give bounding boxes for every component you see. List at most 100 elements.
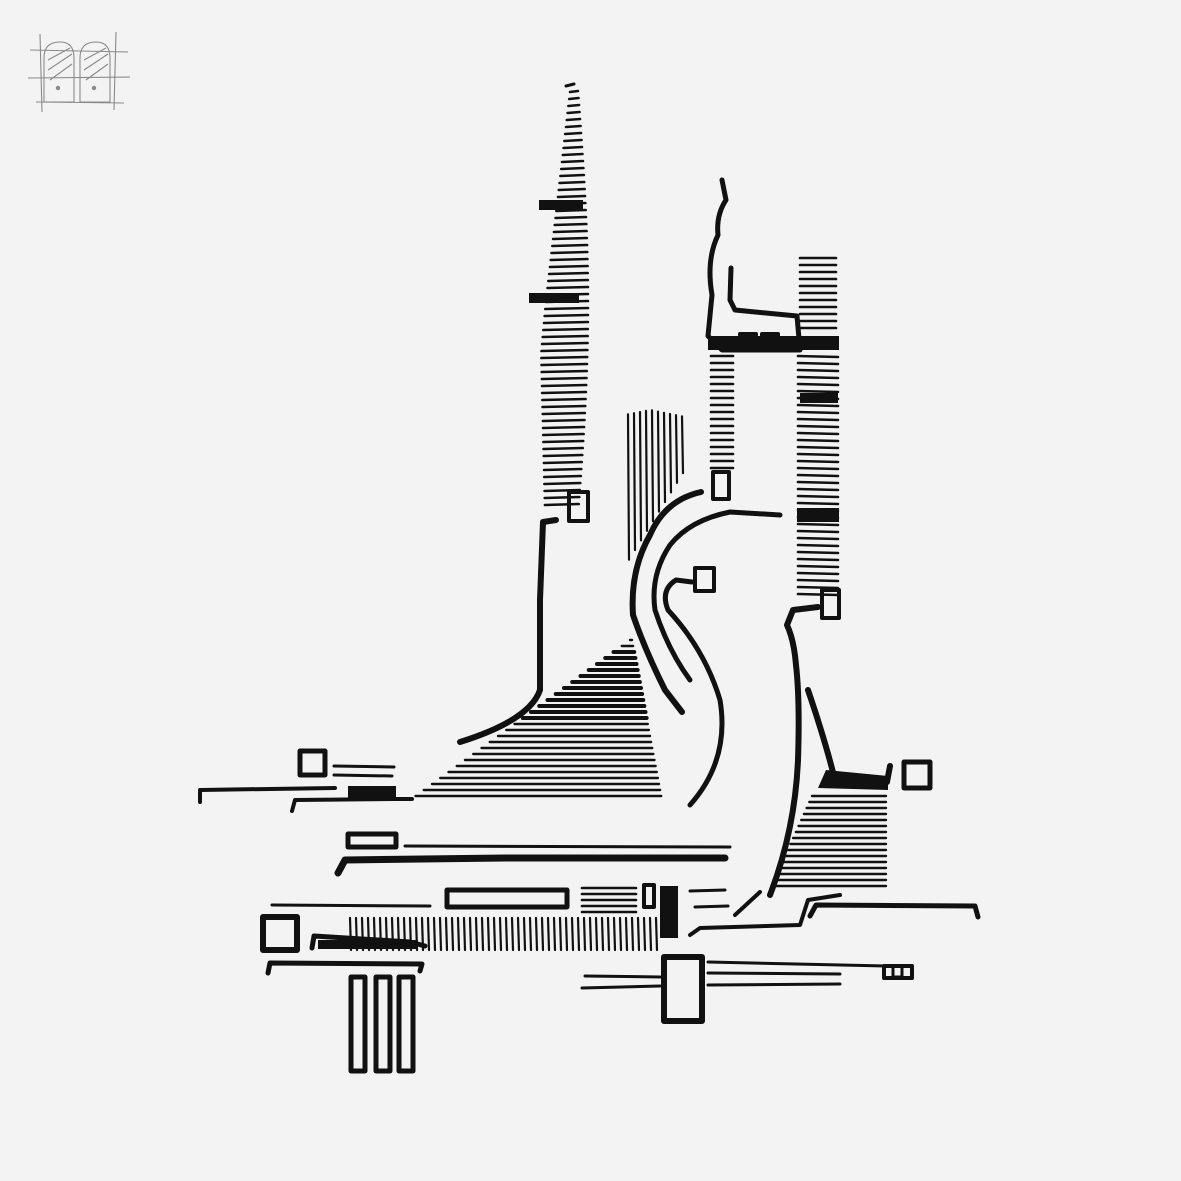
- hatch-line: [542, 474, 583, 479]
- hatch-line: [504, 916, 509, 952]
- hatch-line: [796, 417, 840, 422]
- hatch-line: [566, 110, 581, 115]
- hatch-line: [456, 916, 461, 952]
- hatch-line: [796, 564, 840, 569]
- hatch-line: [565, 117, 582, 122]
- hatch-line: [612, 916, 617, 952]
- hatch-line: [541, 404, 587, 409]
- hatch-line: [541, 411, 587, 416]
- hatch-line: [543, 495, 581, 500]
- vertical-hatching: [626, 409, 685, 561]
- double-arch-monogram-icon: [27, 31, 131, 113]
- hatch-line: [562, 145, 584, 150]
- hatch-line: [648, 916, 653, 952]
- hatch-line: [554, 215, 588, 220]
- hatch-line: [644, 409, 649, 532]
- hatch-line: [606, 916, 611, 952]
- hatch-line: [796, 354, 840, 359]
- hatch-line: [594, 916, 599, 952]
- hatch-line: [674, 414, 679, 484]
- hatch-line: [630, 916, 635, 952]
- hatch-line: [542, 467, 583, 472]
- hatch-line: [796, 375, 840, 380]
- hatch-line: [558, 180, 586, 185]
- hatch-line: [540, 369, 589, 374]
- hatch-line: [541, 432, 585, 437]
- hatch-line: [567, 103, 581, 108]
- hatch-line: [549, 257, 589, 262]
- hatch-line: [553, 222, 588, 227]
- hatch-line: [567, 96, 580, 101]
- hatch-line: [542, 320, 590, 325]
- hatch-line: [540, 362, 589, 367]
- hatch-line: [551, 236, 589, 241]
- hatch-line: [796, 410, 840, 415]
- hatch-line: [564, 916, 569, 952]
- hatch-line: [543, 502, 581, 507]
- ground-comb-hatching: [348, 916, 659, 952]
- hatch-line: [543, 306, 590, 311]
- left-tower-window: [567, 490, 590, 523]
- road-window: [693, 566, 716, 593]
- hatch-line: [534, 916, 539, 952]
- hatch-line: [796, 536, 840, 541]
- ground-mid-hatching: [580, 886, 638, 914]
- hatch-line: [636, 916, 641, 952]
- hatch-line: [626, 413, 631, 561]
- hatch-line: [450, 916, 455, 952]
- hatch-line: [624, 916, 629, 952]
- chimney-column: [705, 177, 808, 501]
- hatch-line: [486, 916, 491, 952]
- hatch-line: [541, 397, 587, 402]
- right-tower-window: [820, 588, 841, 620]
- hatch-line: [522, 916, 527, 952]
- hatch-line: [796, 585, 840, 590]
- hatch-line: [547, 271, 590, 276]
- hatch-line: [516, 916, 521, 952]
- slope-hatching: [414, 638, 663, 798]
- hatch-line: [632, 412, 637, 552]
- hatch-line: [366, 916, 371, 952]
- ground-structures: [198, 748, 981, 1024]
- hatch-line: [796, 550, 840, 555]
- hatch-line: [576, 916, 581, 952]
- hatch-line: [796, 529, 840, 534]
- chimney-hatching: [709, 354, 735, 470]
- hatch-line: [668, 412, 673, 494]
- pillar-right: [396, 974, 416, 1074]
- hatch-line: [360, 916, 365, 952]
- hatch-line: [528, 916, 533, 952]
- bottom-pillars: [348, 974, 416, 1074]
- hatch-line: [348, 916, 353, 952]
- hatch-line: [796, 466, 840, 471]
- hatch-line: [568, 89, 580, 94]
- hatch-line: [541, 425, 586, 430]
- hatch-line: [557, 187, 586, 192]
- hatch-line: [796, 424, 840, 429]
- hatch-line: [796, 445, 840, 450]
- hatch-line: [542, 439, 585, 444]
- hatch-line: [563, 131, 583, 136]
- right-tower-hatching: [796, 256, 840, 597]
- hatch-line: [796, 361, 840, 366]
- hatch-line: [384, 916, 389, 952]
- hatch-line: [541, 418, 586, 423]
- hatch-line: [796, 578, 840, 583]
- hatch-line: [510, 916, 515, 952]
- ground-window-left: [297, 748, 328, 778]
- hatch-line: [444, 916, 449, 952]
- hatch-line: [551, 243, 589, 248]
- hatch-line: [540, 916, 545, 952]
- hatch-line: [552, 229, 588, 234]
- hatch-line: [796, 480, 840, 485]
- hatch-line: [564, 124, 582, 129]
- hatch-line: [354, 916, 359, 952]
- hatch-line: [548, 264, 589, 269]
- hatch-line: [432, 916, 437, 952]
- hatch-line: [642, 916, 647, 952]
- hatch-line: [796, 452, 840, 457]
- hatch-line: [552, 916, 557, 952]
- hatch-line: [556, 194, 587, 199]
- hatch-line: [550, 250, 589, 255]
